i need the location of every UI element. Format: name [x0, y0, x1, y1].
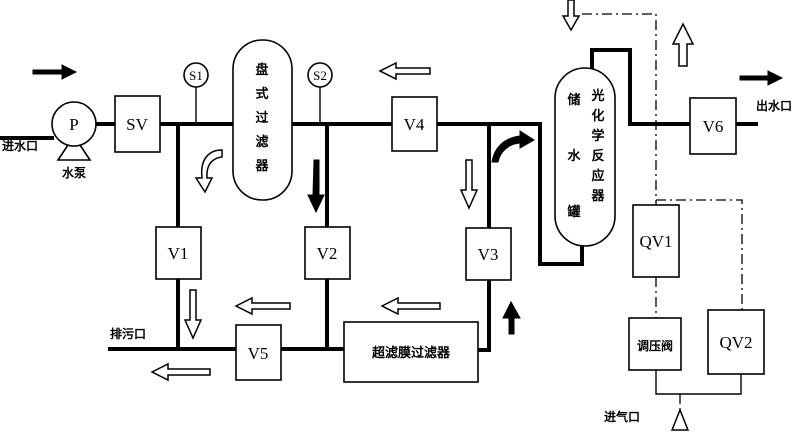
to-storage-tank-pipe: [487, 122, 584, 266]
disc-filter-char-2: 式: [255, 86, 268, 102]
tank-char-1: 储: [566, 92, 580, 108]
v3-box: [465, 227, 512, 281]
tank-curved-arrow: [491, 130, 535, 163]
v1-box: [155, 226, 202, 280]
s2-label: S2: [313, 68, 327, 83]
reactor-up-arrow: [671, 22, 695, 67]
disc-filter-char-1: 盘: [255, 62, 268, 78]
regulator-box: [628, 317, 682, 371]
disc-filter-char-3: 过: [255, 110, 268, 126]
v6-valve: V6: [689, 97, 737, 155]
v1-valve: V1: [155, 226, 202, 280]
disc-filter-char-4: 滤: [255, 134, 268, 150]
reactor-char-4: 反: [591, 148, 604, 164]
uf-filter-label: 超滤膜过滤器: [372, 345, 451, 361]
gas-lines: [582, 13, 743, 410]
flow-arrows: [32, 0, 784, 431]
inlet-label: 进水口: [2, 138, 38, 153]
v2-box: [304, 226, 351, 280]
v1-label: V1: [168, 244, 189, 263]
gas-line-bottom: [655, 370, 742, 395]
filter-curved-arrow: [194, 149, 223, 194]
disc-filter: 盘 式 过 滤 器: [232, 39, 293, 201]
s2-sensor: S2: [307, 62, 333, 124]
reactor-char-2: 化: [591, 108, 604, 124]
gas-inlet-arrow: [670, 407, 690, 431]
tank-char-3: 罐: [566, 204, 580, 220]
qv1-label: QV1: [639, 232, 672, 251]
s1-label: S1: [189, 68, 203, 83]
s2-circle: [307, 62, 333, 88]
regulator-label: 调压阀: [637, 339, 673, 353]
sv-box: [114, 95, 161, 153]
pump-base: [56, 134, 92, 161]
reactor-char-6: 器: [590, 189, 605, 204]
v1-down-arrow: [183, 289, 203, 340]
pump-letter: P: [69, 115, 78, 134]
inlet-flow-arrow: [32, 64, 78, 80]
storage-tank: 储 水 罐 光 化 学 反 应 器: [554, 67, 616, 247]
outlet-flow-arrow: [739, 70, 784, 86]
reactor-char-3: 学: [591, 128, 604, 144]
drain-label: 排污口: [110, 326, 146, 341]
v4-box: [391, 96, 438, 152]
qv2-valve: QV2: [707, 309, 765, 375]
pressure-regulator: 调压阀: [628, 317, 682, 371]
gas-line-top: [582, 13, 657, 205]
reactor-char-5: 应: [591, 168, 604, 184]
uf-up-arrow: [502, 300, 521, 335]
qv2-label: QV2: [719, 333, 752, 352]
v2-valve: V2: [304, 226, 351, 280]
gas-line-qv2: [656, 199, 743, 310]
uf-filter: 超滤膜过滤器: [343, 321, 479, 383]
gas-inlet-label: 进气口: [604, 409, 640, 424]
v5-box: [235, 324, 282, 381]
reactor-char-1: 光: [590, 88, 604, 104]
v6-label: V6: [703, 117, 724, 136]
uf-filter-box: [343, 321, 479, 383]
v3-label: V3: [478, 245, 499, 264]
s1-sensor: S1: [183, 62, 209, 124]
reactor-to-v6-pipe: [590, 48, 692, 126]
qv1-box: [632, 204, 680, 278]
v6-box: [689, 97, 737, 155]
storage-tank-body: [554, 67, 616, 247]
pipes: [0, 48, 758, 352]
v3-valve: V3: [465, 227, 512, 281]
sv-valve: SV: [114, 95, 161, 153]
v5-valve: V5: [235, 324, 282, 381]
gas-top-down-arrow: [561, 0, 581, 32]
return-flow-arrow-v5: [234, 296, 291, 316]
disc-filter-char-5: 器: [254, 159, 269, 174]
qv2-box: [707, 309, 765, 375]
pump-label: 水泵: [62, 165, 86, 180]
v3-down-arrow: [459, 159, 479, 210]
disc-filter-body: [232, 39, 293, 201]
v4-valve: V4: [391, 96, 438, 152]
v2-label: V2: [317, 244, 338, 263]
v5-label: V5: [248, 344, 269, 363]
drain-flow-arrow: [150, 362, 211, 382]
return-flow-arrow-uf: [380, 296, 441, 316]
qv1-valve: QV1: [632, 204, 680, 278]
water-pump: P 水泵: [51, 101, 97, 180]
outlet-label: 出水口: [756, 98, 792, 113]
v4-label: V4: [404, 115, 425, 134]
pump-circle: [51, 101, 97, 147]
return-flow-arrow-top: [378, 61, 431, 81]
sv-label: SV: [126, 115, 148, 134]
tank-char-2: 水: [567, 148, 581, 164]
s1-circle: [183, 62, 209, 88]
v2-down-arrow: [307, 159, 325, 214]
